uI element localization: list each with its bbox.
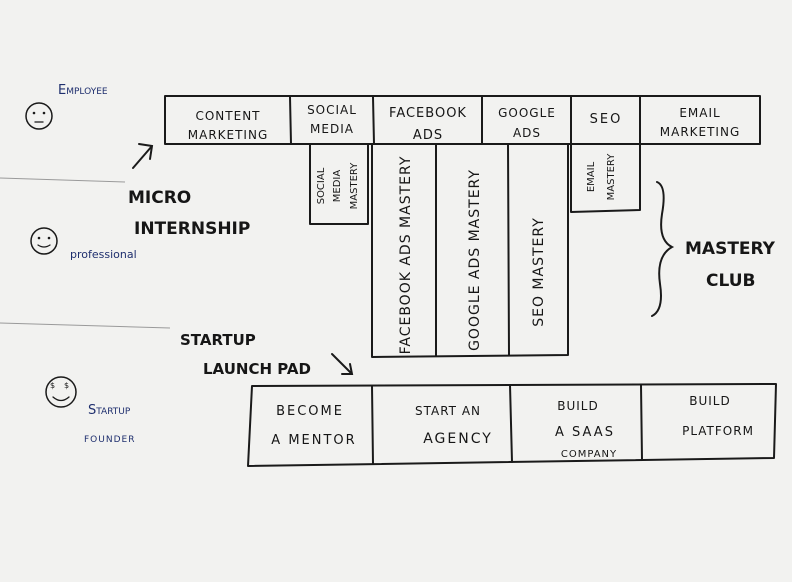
- bottom-box-build-platform: BUILD PLATFORM: [682, 394, 754, 438]
- up-right-arrow-icon: [132, 143, 154, 169]
- mastery-club-annotation: MASTERY CLUB: [651, 181, 776, 317]
- mastery-label: GOOGLE ADS MASTERY: [467, 169, 483, 351]
- mastery-label: MEDIA: [332, 170, 343, 203]
- persona-professional: professional: [30, 227, 137, 261]
- mastery-club-label-2: CLUB: [706, 271, 755, 291]
- mastery-label: SOCIAL: [316, 167, 327, 204]
- top-box-social-media: SOCIAL MEDIA: [307, 103, 357, 136]
- top-box-label: MEDIA: [310, 122, 354, 136]
- top-box-facebook-ads: FACEBOOK ADS: [389, 106, 467, 143]
- micro-internship-annotation: MICRO INTERNSHIP: [128, 143, 250, 239]
- bottom-box-label: START AN: [415, 404, 481, 418]
- mastery-col-email: EMAIL MASTERY: [586, 153, 617, 201]
- top-box-email-marketing: EMAIL MARKETING: [660, 106, 741, 139]
- top-box-label: ADS: [513, 126, 541, 140]
- persona-founder-label-2: founder: [84, 431, 135, 446]
- launch-pad-annotation: STARTUP LAUNCH PAD: [180, 331, 354, 378]
- top-box-label: GOOGLE: [498, 106, 556, 120]
- persona-founder-label-1: Startup: [88, 403, 131, 418]
- mastery-col-google-ads: GOOGLE ADS MASTERY: [467, 169, 483, 351]
- svg-text:$: $: [50, 381, 55, 390]
- bottom-box-label: A MENTOR: [271, 433, 356, 448]
- mastery-col-facebook-ads: FACEBOOK ADS MASTERY: [398, 156, 414, 355]
- micro-internship-label-2: INTERNSHIP: [134, 219, 250, 239]
- top-box-label: FACEBOOK: [389, 106, 467, 121]
- micro-internship-label-1: MICRO: [128, 188, 191, 208]
- persona-employee: Employee: [25, 83, 108, 130]
- bottom-box-start-agency: START AN AGENCY: [415, 404, 493, 447]
- mastery-label: EMAIL: [586, 161, 597, 192]
- top-box-label: SEO: [590, 112, 623, 127]
- bottom-box-label: AGENCY: [423, 431, 493, 447]
- top-box-label: EMAIL: [679, 106, 720, 120]
- curly-brace-icon: [651, 181, 675, 317]
- mastery-columns: SOCIAL MEDIA MASTERY FACEBOOK ADS MASTER…: [309, 143, 641, 358]
- money-face-icon: $ $: [45, 376, 77, 408]
- launch-pad-label-2: LAUNCH PAD: [203, 360, 311, 378]
- top-box-label: MARKETING: [188, 128, 269, 142]
- top-box-seo: SEO: [590, 112, 623, 127]
- top-box-google-ads: GOOGLE ADS: [498, 106, 556, 140]
- svg-text:$: $: [64, 381, 69, 390]
- bottom-box-label: COMPANY: [561, 449, 617, 460]
- bottom-box-label: PLATFORM: [682, 424, 754, 438]
- separator-line-2: [0, 322, 171, 329]
- mastery-label: FACEBOOK ADS MASTERY: [398, 156, 414, 355]
- neutral-face-icon: [25, 102, 53, 130]
- top-box-label: SOCIAL: [307, 103, 357, 117]
- bottom-box-label: BUILD: [689, 394, 730, 408]
- top-box-label: MARKETING: [660, 125, 741, 139]
- bottom-box-label: A SAAS: [555, 425, 615, 440]
- top-box-content-marketing: CONTENT MARKETING: [188, 109, 269, 142]
- bottom-box-label: BUILD: [557, 399, 598, 413]
- down-right-arrow-icon: [331, 353, 354, 375]
- bottom-box-label: BECOME: [276, 404, 344, 419]
- mastery-club-label-1: MASTERY: [685, 239, 776, 259]
- mastery-label: MASTERY: [606, 153, 617, 201]
- mastery-label: MASTERY: [349, 162, 360, 210]
- bottom-box-build-saas: BUILD A SAAS COMPANY: [555, 399, 617, 460]
- launch-pad-label-1: STARTUP: [180, 331, 256, 349]
- mastery-label: SEO MASTERY: [531, 217, 547, 327]
- top-box-label: CONTENT: [195, 109, 260, 123]
- mastery-col-seo: SEO MASTERY: [531, 217, 547, 327]
- top-row: CONTENT MARKETING SOCIAL MEDIA FACEBOOK …: [164, 95, 761, 145]
- persona-employee-label: Employee: [58, 83, 108, 98]
- persona-professional-label: professional: [70, 248, 137, 261]
- separator-line-1: [0, 177, 126, 183]
- smile-face-icon: [30, 227, 58, 255]
- mastery-col-social-media: SOCIAL MEDIA MASTERY: [316, 162, 360, 210]
- persona-founder: $ $ Startup founder: [45, 376, 135, 446]
- bottom-box-become-mentor: BECOME A MENTOR: [271, 404, 356, 448]
- top-box-label: ADS: [413, 128, 443, 143]
- bottom-row: BECOME A MENTOR START AN AGENCY BUILD A …: [247, 383, 777, 467]
